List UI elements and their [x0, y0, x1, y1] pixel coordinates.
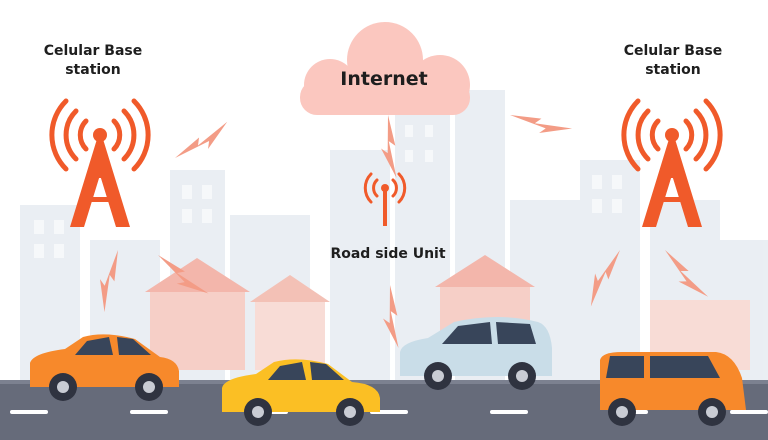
antenna-icon [363, 172, 407, 226]
cell-tower-icon [621, 98, 723, 227]
car-icon [30, 334, 179, 401]
signal-bolt [508, 102, 573, 145]
cell-tower-icon [49, 98, 151, 227]
road-side-unit-label: Road side Unit [330, 246, 446, 262]
signal-bolt [169, 121, 234, 162]
label-line: Celular Base [623, 43, 723, 59]
base-station-label-left: Celular Base station [28, 42, 158, 80]
base-station-label-right: Celular Base station [608, 42, 738, 80]
car-icon [600, 352, 746, 426]
building-windows [34, 125, 622, 258]
cloud-icon [300, 22, 470, 115]
internet-label: Internet [340, 68, 428, 90]
car-icon [400, 317, 552, 390]
label-line: station [65, 62, 121, 78]
car-icon [222, 359, 380, 426]
label-line: station [645, 62, 701, 78]
label-line: Celular Base [43, 43, 143, 59]
